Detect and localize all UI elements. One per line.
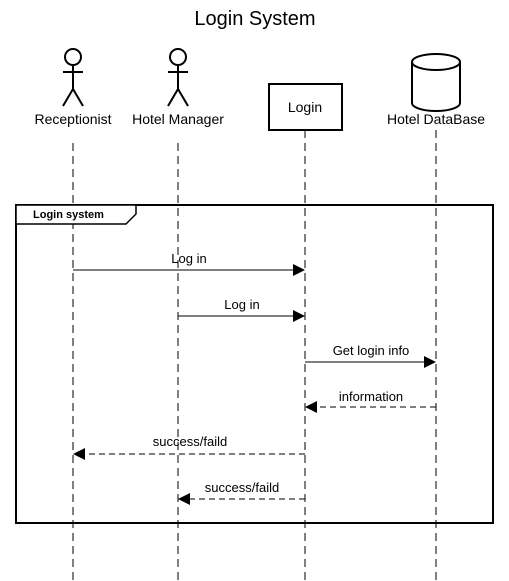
message-label-2: Log in bbox=[224, 297, 259, 312]
participant-label-db: Hotel DataBase bbox=[387, 111, 485, 127]
frame-label: Login system bbox=[33, 209, 104, 221]
database-icon bbox=[411, 53, 461, 112]
message-label-3: Get login info bbox=[333, 343, 410, 358]
frame-label-tab bbox=[15, 204, 137, 225]
diagram-title: Login System bbox=[194, 8, 315, 30]
participant-label-receptionist: Receptionist bbox=[34, 111, 111, 127]
message-label-4: information bbox=[339, 389, 403, 404]
combined-fragment-frame bbox=[15, 204, 494, 524]
participant-label-login: Login bbox=[288, 99, 322, 115]
participant-box-login bbox=[268, 83, 343, 131]
actor-manager-icon bbox=[167, 48, 189, 107]
message-label-6: success/faild bbox=[205, 480, 279, 495]
actor-receptionist-icon bbox=[62, 48, 84, 107]
message-label-1: Log in bbox=[171, 251, 206, 266]
message-label-5: success/faild bbox=[153, 434, 227, 449]
participant-label-manager: Hotel Manager bbox=[132, 111, 224, 127]
